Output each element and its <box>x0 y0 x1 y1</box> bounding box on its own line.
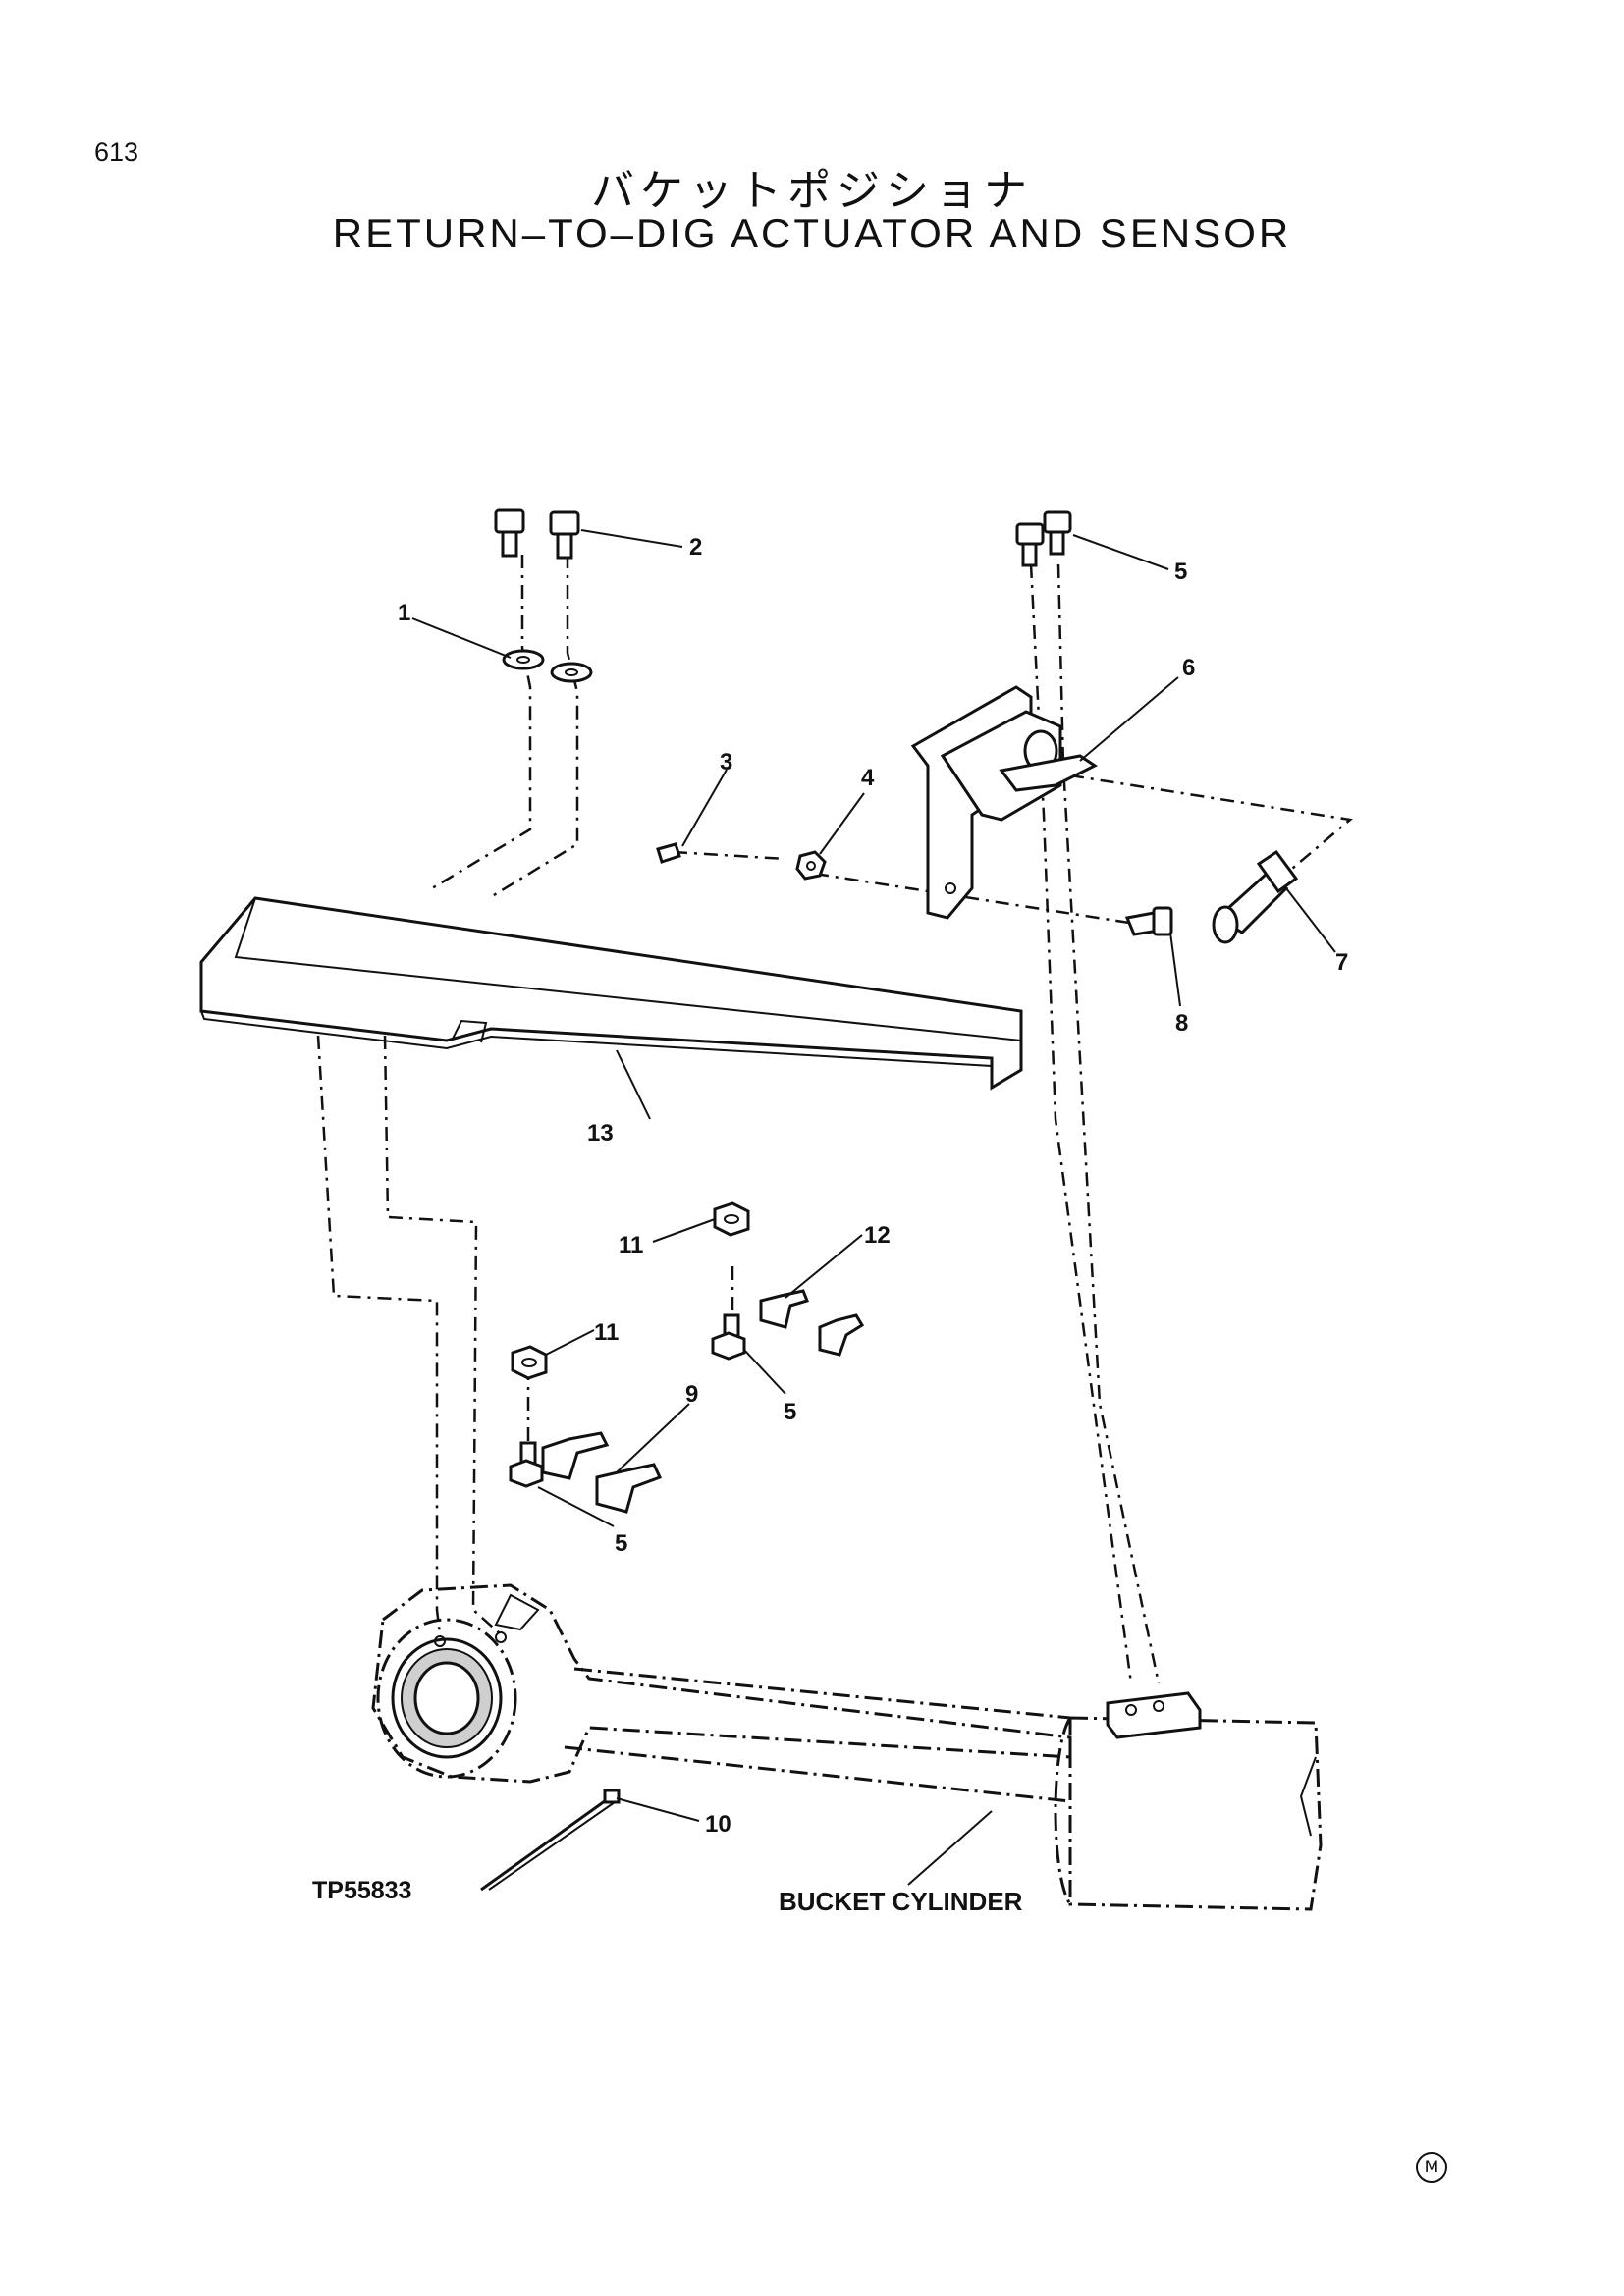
cotter-pin <box>1124 906 1173 936</box>
flange-nut-lower <box>511 1345 548 1380</box>
callout-12: 12 <box>864 1222 891 1249</box>
callout-6: 6 <box>1182 655 1195 681</box>
bolt-pair-top-right <box>1015 510 1072 567</box>
callout-1: 1 <box>398 600 410 626</box>
cable-tie <box>480 1789 621 1892</box>
assembly-lines <box>316 555 1353 1684</box>
callout-4: 4 <box>861 765 875 791</box>
callout-labels: 1 2 3 4 5 6 7 8 9 10 11 11 12 13 5 5 <box>398 534 1348 1838</box>
bucket-cylinder <box>371 1583 1323 1911</box>
shield-cover <box>199 896 1023 1091</box>
pin-and-nut <box>656 842 827 881</box>
flange-nut-upper <box>713 1201 750 1237</box>
callout-10: 10 <box>705 1811 731 1838</box>
callout-8: 8 <box>1175 1010 1188 1037</box>
callout-5-lower: 5 <box>615 1530 627 1557</box>
proximity-sensor <box>1212 849 1299 944</box>
callout-13: 13 <box>587 1120 614 1147</box>
sensor-bracket <box>910 685 1098 920</box>
bolt-pair-top-left <box>494 508 580 560</box>
stud-bolt-upper <box>711 1313 746 1361</box>
callout-11-upper: 11 <box>619 1232 643 1258</box>
callout-11-lower: 11 <box>594 1319 619 1346</box>
figure-code: TP55833 <box>312 1877 412 1904</box>
clamp-set-lower <box>541 1431 663 1514</box>
page-number: 613 <box>94 137 139 167</box>
title-english: RETURN–TO–DIG ACTUATOR AND SENSOR <box>332 210 1292 256</box>
callout-3: 3 <box>720 749 732 775</box>
callout-5-middle: 5 <box>784 1399 796 1425</box>
washer-pair <box>502 649 593 683</box>
clamp-set-upper <box>759 1289 865 1357</box>
callout-2: 2 <box>689 534 702 561</box>
leader-lines <box>411 529 1336 1886</box>
callout-5-top: 5 <box>1174 559 1187 585</box>
title-japanese: バケットポジショナ <box>591 166 1033 216</box>
corner-mark: M <box>1416 2152 1447 2183</box>
bucket-cylinder-label: BUCKET CYLINDER <box>779 1887 1023 1916</box>
stud-bolt-lower <box>509 1441 544 1488</box>
callout-7: 7 <box>1335 949 1348 976</box>
callout-9: 9 <box>685 1381 698 1408</box>
